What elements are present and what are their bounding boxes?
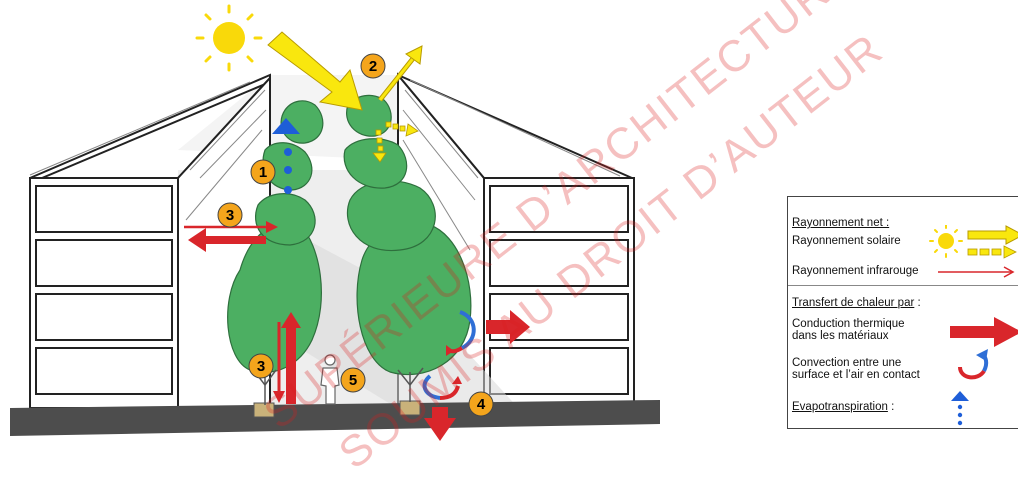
legend-evapotranspiration-label: Evapotranspiration <box>792 401 888 413</box>
right-tree-pit <box>399 400 421 416</box>
badge-2: 2 <box>360 53 386 79</box>
svg-text:2: 2 <box>369 58 377 75</box>
badge-3-lower: 3 <box>248 353 274 379</box>
badge-1: 1 <box>250 159 276 185</box>
svg-text:1: 1 <box>259 164 267 181</box>
legend-conduction-line1: Conduction thermique <box>792 318 905 330</box>
svg-text:3: 3 <box>257 358 265 375</box>
conduction-arrow <box>486 310 530 344</box>
ground <box>10 400 660 436</box>
solar-radiation-arrow <box>267 31 363 111</box>
badge-4: 4 <box>468 391 494 417</box>
legend-box: Rayonnement net : Rayonnement solaire Ra… <box>787 196 1018 429</box>
legend-divider <box>788 285 1018 286</box>
legend-conduction-arrow-icon <box>950 317 1018 347</box>
left-facade-hatching <box>29 81 267 221</box>
legend-net-radiation-title: Rayonnement net : <box>792 217 890 229</box>
legend-heat-transfer-colon: : <box>914 297 921 309</box>
street-canyon-diagram: 1 2 3 3 4 5 <box>10 4 660 441</box>
legend-infrared-radiation: Rayonnement infrarouge <box>792 265 919 277</box>
dashed-solar-arrows <box>372 121 419 163</box>
legend-evapotranspiration-colon: : <box>887 401 895 413</box>
svg-text:3: 3 <box>226 207 234 224</box>
right-tree <box>343 94 472 376</box>
convection-arrows <box>422 310 476 400</box>
reflected-solar-arrow <box>378 45 423 102</box>
legend-heat-transfer-label: Transfert de chaleur par <box>792 297 915 309</box>
right-facade-hatching <box>402 79 621 251</box>
evapotranspiration-marker <box>272 118 300 194</box>
sun-icon <box>195 4 263 72</box>
right-trunk <box>397 367 424 402</box>
legend-convection-line2: surface et l’air en contact <box>792 369 920 381</box>
pedestrian-figure <box>320 354 340 405</box>
left-tree-pit <box>253 402 275 418</box>
ground-conduction-arrow <box>424 407 456 441</box>
legend-conduction-line2: dans les matériaux <box>792 330 889 342</box>
legend-convection-arrow-icon <box>958 349 989 380</box>
legend-solar-arrow-icon <box>967 225 1018 245</box>
badge-3-upper: 3 <box>217 202 243 228</box>
badge-5: 5 <box>340 367 366 393</box>
legend-dashed-solar-arrow-icon <box>967 245 1017 259</box>
legend-solar-icons <box>929 225 1018 259</box>
legend-evapotranspiration-icon <box>951 391 969 426</box>
legend-evapotranspiration: Evapotranspiration : <box>792 401 894 414</box>
legend-infrared-arrow-icon <box>938 266 1015 278</box>
svg-text:4: 4 <box>477 396 486 413</box>
left-tree <box>227 100 324 373</box>
legend-heat-transfer-title: Transfert de chaleur par : <box>792 297 921 310</box>
legend-solar-radiation: Rayonnement solaire <box>792 235 901 247</box>
svg-text:5: 5 <box>349 372 357 389</box>
legend-convection-line1: Convection entre une <box>792 357 902 369</box>
legend-sun-icon <box>929 225 963 258</box>
